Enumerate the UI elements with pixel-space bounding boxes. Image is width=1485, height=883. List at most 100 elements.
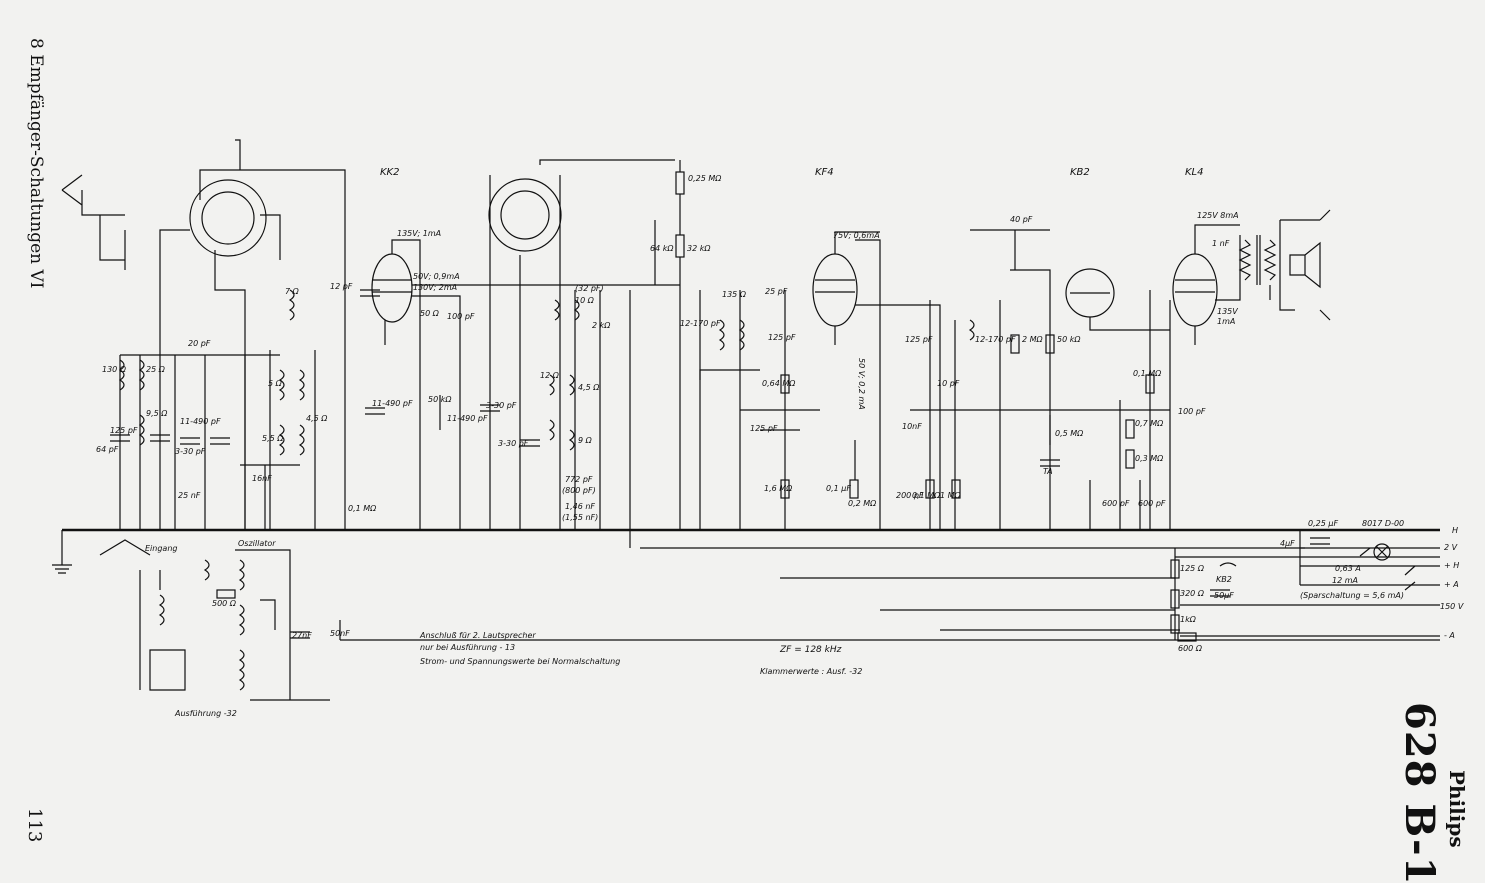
- component-value: 0,5 MΩ: [1055, 429, 1084, 438]
- component-value: 1 nF: [1212, 239, 1230, 248]
- component-value: 3-30 pF: [498, 439, 529, 448]
- component-value: 1kΩ: [1180, 615, 1196, 624]
- rail-label: H: [1452, 526, 1459, 535]
- component-value: 772 pF: [565, 475, 593, 484]
- component-value: (800 pF): [562, 486, 596, 495]
- note-line: nur bei Ausführung - 13: [420, 643, 516, 652]
- earth-symbol: [52, 530, 72, 574]
- component-value: 4μF: [1280, 539, 1295, 548]
- component-value: (1,55 nF): [562, 513, 599, 522]
- kk2-tube: [371, 253, 413, 323]
- component-value: 200 pF: [896, 491, 924, 500]
- rail-label: + H: [1444, 561, 1460, 570]
- rail-label: 150 V: [1440, 602, 1464, 611]
- component-value: 0,1 MΩ: [912, 491, 941, 500]
- component-value: 0,1 μF: [826, 484, 851, 493]
- component-value: 100 pF: [447, 312, 475, 321]
- component-value: 0,64 MΩ: [762, 379, 796, 388]
- pilot-lamp: [1373, 543, 1391, 561]
- component-value: 0,1 MΩ: [348, 504, 377, 513]
- component-value: 8017 D-00: [1362, 519, 1405, 528]
- component-value: KB2: [1216, 575, 1232, 584]
- component-value: 600 pF: [1138, 499, 1166, 508]
- component-value: 50 kΩ: [428, 395, 452, 404]
- component-value: 9,5 Ω: [146, 409, 168, 418]
- op-value: 125V 8mA: [1197, 211, 1239, 220]
- component-value: 25 pF: [765, 287, 788, 296]
- tube-label-kl4: KL4: [1185, 167, 1204, 178]
- component-value: 10nF: [902, 422, 922, 431]
- page-number: 113: [24, 808, 45, 843]
- component-value: 12 Ω: [540, 371, 559, 380]
- component-value: 11-490 pF: [447, 414, 488, 423]
- component-value: 0,2 MΩ: [848, 499, 877, 508]
- component-value: 50 kΩ: [1057, 335, 1081, 344]
- component-value: 12 mA: [1332, 576, 1358, 585]
- component-value: 4,5 Ω: [306, 414, 328, 423]
- component-value: 64 pF: [96, 445, 119, 454]
- component-value: 125 pF: [110, 426, 138, 435]
- rail-label: 2 V: [1444, 543, 1458, 552]
- component-value: 1,6 MΩ: [764, 484, 793, 493]
- component-value: 320 Ω: [1180, 589, 1204, 598]
- component-value: 1,46 nF: [565, 502, 596, 511]
- component-value: 125 Ω: [1180, 564, 1204, 573]
- component-value: 5,5 Ω: [262, 434, 284, 443]
- component-value: 500 Ω: [212, 599, 236, 608]
- component-value: 25 nF: [178, 491, 201, 500]
- oscillator-label: Oszillator: [238, 539, 276, 548]
- brand-name: Philips: [1445, 770, 1469, 848]
- component-value: 64 kΩ: [650, 244, 674, 253]
- op-value: 50 V; 0,2 mA: [857, 358, 866, 410]
- kl4-tube: [1172, 253, 1218, 327]
- op-value: 135V; 1mA: [397, 229, 442, 238]
- component-value: 100 pF: [1178, 407, 1206, 416]
- op-value: 75V; 0,6mA: [833, 231, 880, 240]
- component-value: 600 pF: [1102, 499, 1130, 508]
- component-value: 0,3 MΩ: [1135, 454, 1164, 463]
- component-value: 50μF: [1214, 591, 1234, 600]
- component-value: 7 Ω: [285, 287, 299, 296]
- component-value: 0,7 MΩ: [1135, 419, 1164, 428]
- component-value: 125 pF: [768, 333, 796, 342]
- tube-label-kk2: KK2: [380, 167, 400, 178]
- op-value: 130V; 2mA: [413, 283, 458, 292]
- antenna: [61, 174, 126, 270]
- kf4-tube: [812, 253, 858, 327]
- component-value: 50nF: [330, 629, 350, 638]
- component-value: 600 Ω: [1178, 644, 1202, 653]
- kf4-socket: [488, 178, 562, 252]
- component-value: 125 pF: [750, 424, 778, 433]
- component-value: 135 Ω: [722, 290, 746, 299]
- component-value: 3-30 pF: [175, 447, 206, 456]
- rail-label: + A: [1444, 580, 1459, 589]
- component-value: 4,5 Ω: [578, 383, 600, 392]
- component-value: 0,25 μF: [1308, 519, 1339, 528]
- component-value: 125 pF: [905, 335, 933, 344]
- component-value: 12-170 pF: [680, 319, 721, 328]
- component-value: 20 pF: [188, 339, 211, 348]
- component-value: 11-490 pF: [372, 399, 413, 408]
- component-value: 0,1 MΩ: [1133, 369, 1162, 378]
- component-value: 2 MΩ: [1022, 335, 1043, 344]
- note-line: Anschluß für 2. Lautsprecher: [420, 631, 536, 640]
- component-value: (32 pF): [575, 284, 604, 293]
- input-label: Eingang: [145, 544, 178, 553]
- component-value: 10 Ω: [575, 296, 594, 305]
- component-value: 11-490 pF: [180, 417, 221, 426]
- tube-label-kb2: KB2: [1070, 167, 1090, 178]
- model-number: 628 B-12: [1396, 702, 1443, 883]
- component-value: 0,63 A: [1335, 564, 1361, 573]
- component-value: 9 Ω: [578, 436, 592, 445]
- component-value: 40 pF: [1010, 215, 1033, 224]
- component-value: 2 kΩ: [592, 321, 611, 330]
- return-lines: [640, 547, 1305, 631]
- op-value: 50V; 0,9mA: [413, 272, 460, 281]
- op-value: 135V: [1217, 307, 1238, 316]
- component-value: 50 Ω: [420, 309, 439, 318]
- if-frequency: ZF = 128 kHz: [780, 645, 842, 655]
- component-value: 27nF: [292, 631, 312, 640]
- component-value: (Sparschaltung = 5,6 mA): [1300, 591, 1405, 600]
- component-value: 130 Ω: [102, 365, 126, 374]
